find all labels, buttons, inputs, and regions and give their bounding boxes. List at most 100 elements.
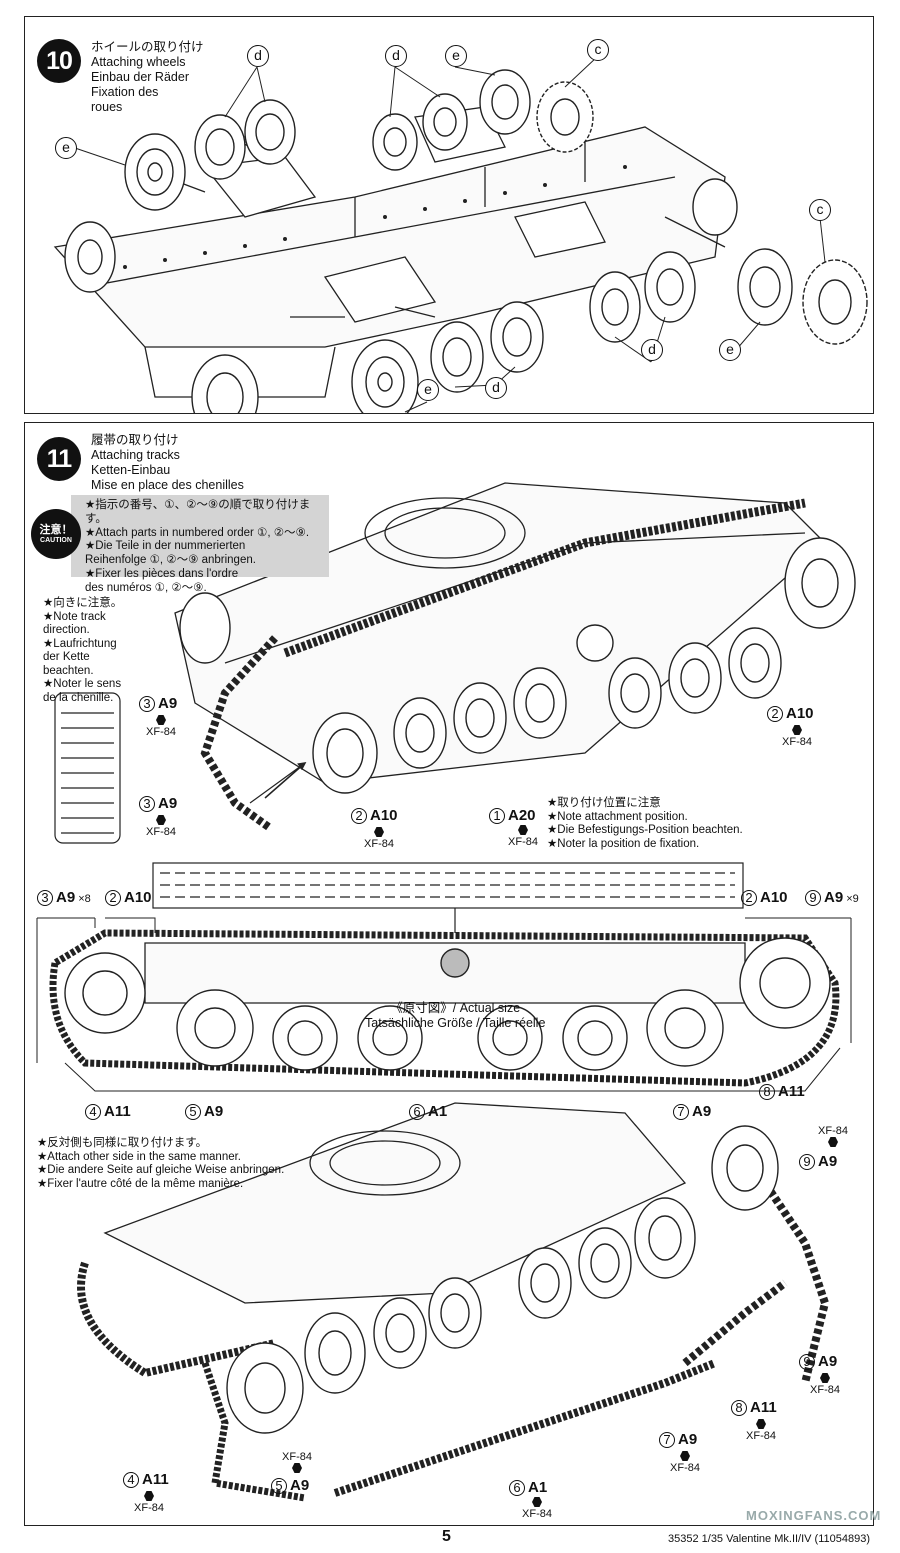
- title-jp: ホイールの取り付け: [91, 40, 204, 54]
- title-de: Einbau der Räder: [91, 70, 189, 84]
- track-direction-note: ★向きに注意。 ★Note track direction. ★Laufrich…: [43, 597, 122, 705]
- step-10-panel: 10 ホイールの取り付け Attaching wheels Einbau der…: [24, 16, 874, 414]
- paint-hex-icon: [756, 1419, 766, 1429]
- step-order-number: 6: [409, 1104, 425, 1120]
- step-order-number: 3: [139, 696, 155, 712]
- paint-code: XF-84: [818, 1125, 848, 1137]
- note-line: de la chenille.: [43, 691, 114, 704]
- step-order-number: 5: [185, 1104, 201, 1120]
- caption-line: Tatsächliche Größe / Taille réelle: [365, 1016, 546, 1030]
- paint-hex-icon: [518, 825, 528, 835]
- paint-hex-icon: [680, 1451, 690, 1461]
- paint-xf84: XF-84: [277, 1451, 317, 1474]
- attachment-position-note: ★取り付け位置に注意 ★Note attachment position. ★D…: [547, 797, 743, 851]
- part-id: A11: [750, 1399, 777, 1416]
- caption-line: 《原寸図》/ Actual size: [390, 1001, 521, 1015]
- part-id: A11: [778, 1083, 805, 1100]
- part-id: A9: [678, 1431, 698, 1448]
- paint-hex-icon: [532, 1497, 542, 1507]
- note-line: ★向きに注意。: [43, 597, 123, 609]
- step-order-number: 3: [139, 796, 155, 812]
- note-line: ★Noter la position de fixation.: [547, 837, 700, 850]
- other-side-note: ★反対側も同様に取り付けます。 ★Attach other side in th…: [37, 1137, 284, 1191]
- part-id: A1: [428, 1103, 448, 1120]
- paint-xf84: XF-84: [741, 1419, 781, 1442]
- paint-code: XF-84: [146, 726, 176, 738]
- paint-hex-icon: [156, 715, 166, 725]
- step-order-number: 2: [351, 808, 367, 824]
- note-line: ★Die Befestigungs-Position beachten.: [547, 824, 743, 836]
- step-number: 11: [37, 437, 81, 481]
- paint-hex-icon: [144, 1491, 154, 1501]
- note-line: ★Note track: [43, 610, 106, 623]
- part-c-callout: c: [587, 39, 609, 61]
- paint-code: XF-84: [364, 838, 394, 850]
- part-id: A9: [824, 889, 844, 906]
- title-en: Attaching wheels: [91, 55, 186, 69]
- note-line: direction.: [43, 624, 90, 636]
- part-id: A9: [818, 1153, 838, 1170]
- quantity: ×8: [78, 893, 91, 905]
- part-e-callout: e: [445, 45, 467, 67]
- paint-code: XF-84: [134, 1502, 164, 1514]
- note-line: ★反対側も同様に取り付けます。: [37, 1137, 208, 1149]
- caution-line: ★Die Teile in der nummerierten: [85, 540, 246, 553]
- note-line: ★Attach other side in the same manner.: [37, 1150, 242, 1163]
- step-order-number: 5: [271, 1478, 287, 1494]
- paint-code: XF-84: [810, 1384, 840, 1396]
- note-line: ★Die andere Seite auf gleiche Weise anbr…: [37, 1164, 285, 1176]
- step-order-number: 3: [37, 890, 53, 906]
- note-line: beachten.: [43, 664, 94, 677]
- part-id: A11: [104, 1103, 131, 1120]
- note-line: ★取り付け位置に注意: [547, 797, 661, 809]
- step-order-number: 8: [731, 1400, 747, 1416]
- part-id: A10: [786, 705, 814, 722]
- step-order-number: 4: [123, 1472, 139, 1488]
- paint-code: XF-84: [746, 1430, 776, 1442]
- title-jp: 履帯の取り付け: [91, 433, 179, 447]
- paint-hex-icon: [156, 815, 166, 825]
- part-id: A9: [158, 695, 178, 712]
- part-d-callout: d: [385, 45, 407, 67]
- paint-xf84: XF-84: [141, 815, 181, 838]
- step-11-illustration: [36, 482, 856, 1502]
- paint-code: XF-84: [782, 736, 812, 748]
- paint-xf84: XF-84: [359, 827, 399, 850]
- page-number: 5: [442, 1528, 451, 1545]
- part-d-callout: d: [485, 377, 507, 399]
- paint-xf84: XF-84: [813, 1125, 853, 1148]
- note-line: ★Fixer l'autre côté de la même manière.: [37, 1177, 244, 1190]
- part-id: A9: [290, 1477, 310, 1494]
- caution-line: des numéros ①, ②〜⑨.: [85, 581, 207, 594]
- step-order-number: 2: [741, 890, 757, 906]
- paint-xf84: XF-84: [503, 825, 543, 848]
- product-reference: 35352 1/35 Valentine Mk.II/IV (11054893): [668, 1533, 871, 1545]
- paint-code: XF-84: [146, 826, 176, 838]
- caution-line: ★Fixer les pièces dans l'ordre: [85, 567, 239, 580]
- part-id: A9: [158, 795, 178, 812]
- part-d-callout: d: [641, 339, 663, 361]
- caution-line: ★Attach parts in numbered order ①, ②〜⑨.: [85, 526, 310, 539]
- part-id: A20: [508, 807, 536, 824]
- caution-badge-en: CAUTION: [40, 537, 72, 544]
- step-order-number: 4: [85, 1104, 101, 1120]
- title-fr-1: Fixation des: [91, 85, 159, 99]
- part-e-callout: e: [55, 137, 77, 159]
- part-id: A9: [56, 889, 76, 906]
- part-id: A10: [370, 807, 398, 824]
- part-c-callout: c: [809, 199, 831, 221]
- step-order-number: 2: [105, 890, 121, 906]
- step-order-number: 9: [805, 890, 821, 906]
- paint-hex-icon: [820, 1373, 830, 1383]
- paint-xf84: XF-84: [777, 725, 817, 748]
- note-line: ★Noter le sens: [43, 678, 122, 690]
